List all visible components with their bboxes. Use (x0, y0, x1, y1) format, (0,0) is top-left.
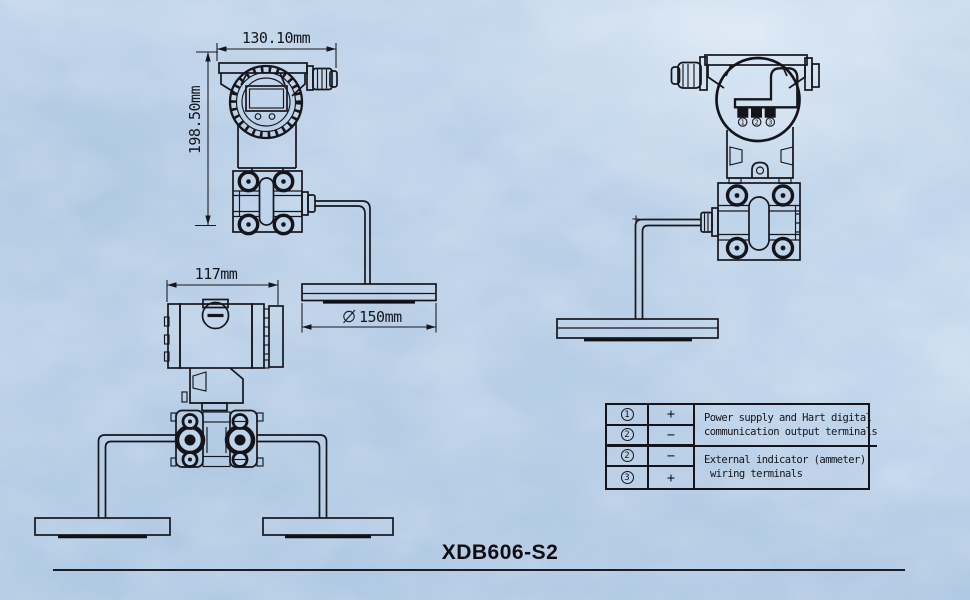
rear-process-flange (717, 177, 801, 261)
svg-text:2: 2 (755, 118, 759, 126)
lcd-display (245, 85, 288, 120)
ground-lug (751, 161, 769, 178)
description-line: wiring terminals (710, 468, 803, 481)
side-left-capillary (97, 434, 176, 518)
flange-diameter-label: 150mm (359, 308, 402, 326)
front-capillary-tube (301, 191, 371, 284)
front-height-dimension: 198.50mm (186, 51, 218, 227)
cable-gland-icon (670, 61, 702, 89)
model-number-title: XDB606-S2 (441, 541, 559, 564)
terminal-number-3: 3 (765, 117, 776, 127)
terminal-group-description: Power supply and Hart digital communicat… (695, 405, 878, 447)
front-view: 130.10mm 198.50mm (186, 29, 437, 333)
circled-number: 2 (620, 449, 634, 463)
side-view: 117mm (34, 265, 394, 539)
terminal-number-1: 1 (737, 117, 748, 127)
side-right-seal-flange (262, 517, 394, 539)
terminal-wiring-table: 1 + Power supply and Hart digital commun… (605, 403, 878, 490)
polarity-cell: + (649, 405, 695, 426)
side-device-body (163, 298, 284, 404)
title-underline (53, 569, 905, 571)
circled-number: 1 (620, 407, 634, 421)
description-line: communication output terminals (704, 425, 878, 438)
front-process-flange (232, 170, 303, 236)
terminal-group-description: External indicator (ammeter) wiring term… (695, 447, 877, 489)
rear-seal-flange (556, 318, 719, 342)
side-right-capillary (257, 434, 328, 518)
side-width-dimension: 117mm (166, 265, 279, 305)
terminal-number-2: 2 (751, 117, 762, 127)
vent-capsule (258, 177, 275, 226)
front-seal-flange (301, 283, 437, 304)
housing-circle (715, 56, 801, 143)
cover-lock-screw (201, 301, 230, 330)
front-width-dimension: 130.10mm (216, 29, 337, 68)
side-left-seal-flange (34, 517, 171, 539)
polarity-cell: − (649, 425, 695, 447)
svg-text:3: 3 (768, 118, 772, 126)
terminal-cell: 2 (607, 446, 649, 468)
polarity-cell: + (649, 467, 695, 488)
polarity-cell: − (649, 446, 695, 468)
flange-diameter-dimension: 150mm (301, 303, 437, 333)
cable-gland-icon (306, 65, 338, 91)
front-width-label: 130.10mm (242, 29, 311, 47)
side-width-label: 117mm (195, 265, 238, 283)
rear-view: 1 2 3 (556, 54, 820, 342)
diameter-symbol (343, 309, 356, 324)
knurl-ring (230, 66, 302, 138)
rear-device-body: 1 2 3 (670, 54, 820, 179)
circled-number: 3 (620, 471, 634, 485)
description-line: External indicator (ammeter) (704, 454, 866, 467)
rear-capillary-tube (632, 207, 719, 319)
terminal-cell: 1 (607, 405, 649, 426)
front-height-label: 198.50mm (186, 85, 204, 154)
svg-text:1: 1 (741, 118, 745, 126)
terminal-cell: 2 (607, 425, 649, 447)
circled-number: 2 (620, 428, 634, 442)
front-device-body (218, 62, 371, 284)
side-process-flange (170, 402, 264, 468)
description-line: Power supply and Hart digital (704, 411, 872, 424)
vent-capsule (748, 196, 770, 251)
terminal-block: 1 2 3 (733, 67, 799, 127)
terminal-cell: 3 (607, 467, 649, 488)
